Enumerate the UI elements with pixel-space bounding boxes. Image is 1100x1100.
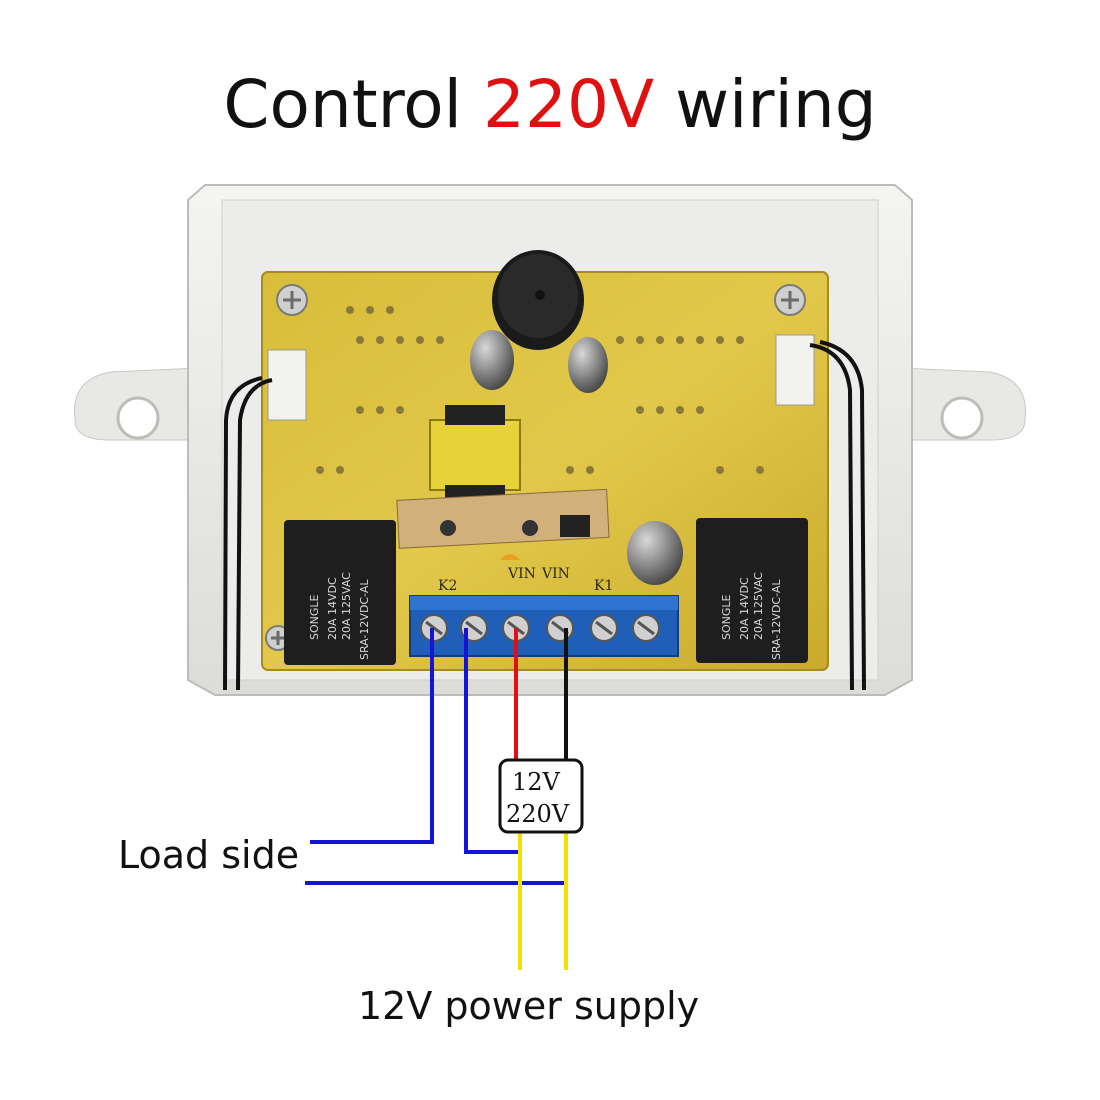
relay-right-brand: SONGLE [720, 594, 733, 640]
mount-hole-left [116, 396, 160, 440]
power-supply-label: 12V power supply [358, 984, 700, 1028]
circuit-board [261, 271, 829, 671]
relay-right-line2: 20A 125VAC [752, 572, 765, 640]
relay-right: SONGLE 20A 14VDC 20A 125VAC SRA-12VDC-AL [696, 518, 808, 663]
wire-load-k2-a [310, 628, 434, 844]
sensor-connector-left [267, 349, 307, 421]
diagram-title: Control 220V wiring [0, 72, 1100, 138]
converter-line2: 220V [506, 800, 570, 828]
wires [305, 628, 568, 970]
solder-pads [316, 306, 764, 474]
title-voltage-highlight: 220V [482, 66, 655, 143]
terminal-label-vin-positive: VIN [507, 566, 536, 582]
voltage-converter: 12V 220V [498, 758, 584, 834]
converter-line1: 12V [512, 768, 561, 796]
sensor-connector-right [775, 334, 815, 406]
power-module [396, 488, 610, 560]
relay-left-brand: SONGLE [308, 594, 321, 640]
capacitor [470, 330, 683, 585]
terminal-block [409, 595, 679, 657]
buzzer [492, 250, 584, 350]
title-suffix: wiring [654, 66, 877, 143]
transformer [429, 405, 521, 505]
terminal-label-k2: K2 [438, 578, 457, 594]
wire-load-k2-b [464, 628, 520, 854]
title-prefix: Control [223, 66, 483, 143]
terminal-label-k1: K1 [594, 578, 613, 594]
relay-left: SONGLE 20A 14VDC 20A 125VAC SRA-12VDC-AL [284, 520, 396, 665]
sensor-cables [223, 340, 866, 691]
relay-right-line1: 20A 14VDC [738, 577, 751, 640]
relay-left-model: SRA-12VDC-AL [358, 579, 371, 660]
load-side-label: Load side [118, 833, 300, 877]
relay-left-line1: 20A 14VDC [326, 577, 339, 640]
relay-right-model: SRA-12VDC-AL [770, 579, 783, 660]
mount-hole-right [940, 396, 984, 440]
relay-left-line2: 20A 125VAC [340, 572, 353, 640]
terminal-label-vin-negative: VIN [541, 566, 570, 582]
